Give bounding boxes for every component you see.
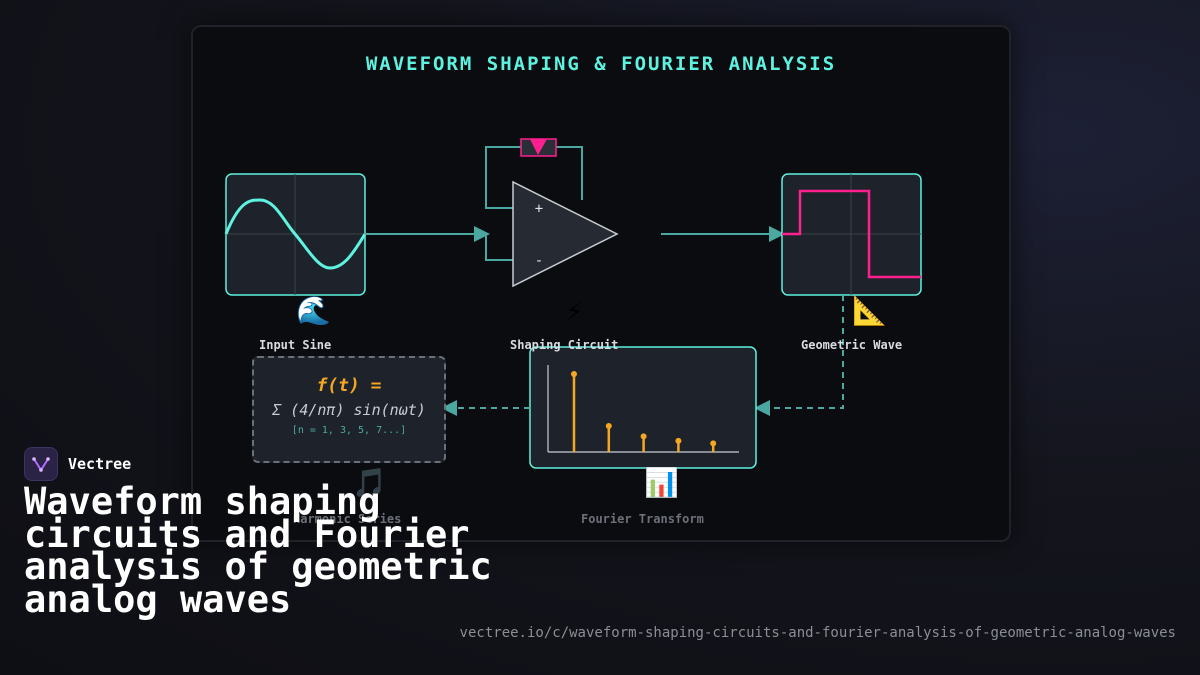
harmonic-series-label: Harmonic Series <box>293 512 402 526</box>
geometric-wave-scope <box>781 173 922 296</box>
shaping-circuit-label: Shaping Circuit <box>510 338 619 352</box>
bar-chart-icon: 📊 <box>644 466 679 499</box>
formula-line-2: Σ (4/nπ) sin(nωt) <box>272 401 426 419</box>
page-title: Waveform shaping circuits and Fourier an… <box>24 480 492 621</box>
geometric-wave-label: Geometric Wave <box>801 338 903 352</box>
spectrum-point <box>571 371 577 377</box>
spectrum-bars <box>571 371 717 452</box>
formula-line-3: [n = 1, 3, 5, 7...] <box>291 425 407 436</box>
input-sine-scope <box>224 173 367 296</box>
op-amp-triangle <box>512 180 619 288</box>
spectrum-point <box>710 440 717 447</box>
brand-name: Vectree <box>68 455 132 473</box>
vectree-logo-icon <box>24 447 58 481</box>
input-sine-label: Input Sine <box>259 338 332 352</box>
arrow-output-to-fourier <box>754 295 844 416</box>
square-wave <box>782 189 921 279</box>
op-amp-plus: + <box>535 201 543 217</box>
spectrum-point <box>675 437 682 444</box>
shaping-circuit: + - <box>485 138 619 288</box>
fourier-transform-label: Fourier Transform <box>581 512 704 526</box>
sine-wave <box>224 198 367 270</box>
brand: Vectree <box>24 447 131 481</box>
formula-line-1: f(t) = <box>316 375 382 396</box>
spectrum-point <box>605 423 612 430</box>
page-url[interactable]: vectree.io/c/waveform-shaping-circuits-a… <box>459 625 1176 641</box>
spectrum-point <box>640 433 647 440</box>
harmonic-formula-box: f(t) = Σ (4/nπ) sin(nωt) [n = 1, 3, 5, 7… <box>252 356 446 463</box>
music-note-icon: 🎵 <box>352 466 387 499</box>
triangle-ruler-icon: 📐 <box>852 294 887 327</box>
wave-icon: 🌊 <box>296 294 331 327</box>
panel-title: WAVEFORM SHAPING & FOURIER ANALYSIS <box>365 53 837 75</box>
op-amp-minus: - <box>535 253 543 269</box>
lightning-icon: ⚡ <box>566 294 583 327</box>
fourier-transform-box <box>529 346 757 469</box>
